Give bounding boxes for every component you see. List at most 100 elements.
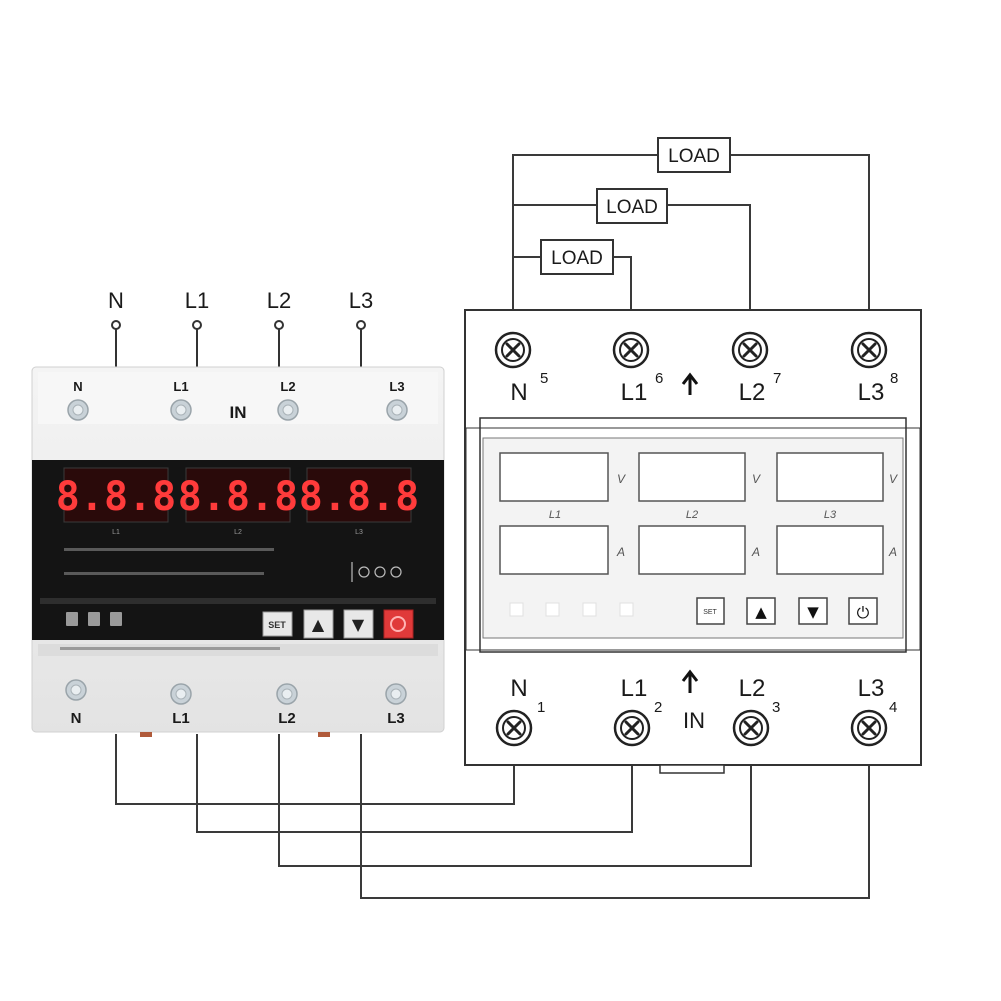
left-top-label-l3: L3: [389, 379, 404, 394]
terminal-screw-icon: [386, 399, 408, 421]
terminal-screw-icon: [67, 399, 89, 421]
input-lines: N L1 L2 L3: [108, 288, 373, 370]
phase-label-l1: L1: [549, 509, 561, 521]
up-button[interactable]: ▲: [746, 597, 776, 625]
left-top-label-l2: L2: [280, 379, 295, 394]
input-terminal-label-l2: L2: [739, 675, 766, 702]
output-num-l2: 7: [773, 370, 781, 387]
terminal-screw-icon: [277, 399, 299, 421]
set-button-label: SET: [268, 620, 286, 630]
down-arrow-icon: ▼: [807, 603, 819, 621]
up-arrow-icon: ▲: [755, 603, 767, 621]
left-top-label-n: N: [73, 379, 82, 394]
power-icon: ⏻: [857, 603, 870, 622]
right-device: N 5 L1 6 L2 7 L3 8 V V V L1 L2 L3 A A A: [464, 309, 922, 774]
left-in-label: IN: [230, 403, 247, 422]
output-label-l3: L3: [858, 379, 885, 406]
spec-print-decoration: [40, 548, 436, 604]
terminal-screw-icon: [276, 683, 298, 705]
input-terminal-label-l3: L3: [858, 675, 885, 702]
phase-label-l3: L3: [824, 509, 837, 521]
current-unit: A: [888, 545, 897, 559]
input-terminal-num-n: 1: [537, 699, 545, 716]
left-top-label-l1: L1: [173, 379, 188, 394]
voltage-display: [638, 452, 746, 502]
terminal-screw-icon: [494, 331, 532, 369]
terminal-screw-icon: [385, 683, 407, 705]
terminal-screw-icon: [170, 399, 192, 421]
lcd-phase-label: L3: [355, 529, 363, 536]
terminal-screw-icon: [613, 709, 651, 747]
input-terminal-num-l2: 3: [772, 699, 780, 716]
set-button[interactable]: SET: [696, 597, 725, 625]
down-button[interactable]: ▼: [343, 609, 374, 639]
lcd-readout-l2: 8.8.8: [178, 474, 298, 520]
voltage-unit: V: [617, 472, 626, 486]
output-label-n: N: [510, 379, 527, 406]
input-terminal-num-l1: 2: [654, 699, 662, 716]
current-display: [638, 525, 746, 575]
voltage-display: [776, 452, 884, 502]
input-label-n: N: [108, 288, 124, 313]
set-button[interactable]: SET: [262, 611, 293, 637]
left-bottom-label-l3: L3: [387, 710, 405, 727]
current-display: [499, 525, 609, 575]
terminal-screw-icon: [612, 331, 650, 369]
load-box-2: LOAD: [596, 188, 668, 224]
down-arrow-icon: ▼: [352, 615, 365, 634]
terminal-screw-icon: [850, 709, 888, 747]
terminal-screw-icon: [732, 709, 770, 747]
power-icon: [390, 616, 406, 632]
terminal-screw-icon: [65, 679, 87, 701]
indicator-leds: [509, 602, 634, 617]
load-box-3: LOAD: [540, 239, 614, 275]
in-label: IN: [683, 708, 705, 733]
terminal-screw-icon: [170, 683, 192, 705]
output-label-l2: L2: [739, 379, 766, 406]
output-label-l1: L1: [621, 379, 648, 406]
current-unit: A: [751, 545, 760, 559]
phase-label-l2: L2: [686, 509, 698, 521]
load-wire-1: [512, 154, 870, 342]
terminal-screw-icon: [731, 331, 769, 369]
arrow-up-icon: [681, 669, 699, 693]
left-device: N L1 L2 L3 IN 8.8.8 8.8.8 8.8.8 L1 L2 L3: [31, 366, 445, 737]
input-terminal-num-l3: 4: [889, 699, 897, 716]
mini-wiring-icon: [351, 562, 402, 582]
lcd-window: [185, 467, 291, 523]
output-num-l1: 6: [655, 370, 663, 387]
terminal-screw-icon: [850, 331, 888, 369]
input-terminal-label-l1: L1: [621, 675, 648, 702]
current-display: [776, 525, 884, 575]
lcd-phase-label: L2: [234, 529, 242, 536]
left-bottom-label-l2: L2: [278, 710, 296, 727]
lcd-window: [306, 467, 412, 523]
input-wires: [115, 734, 870, 899]
voltage-unit: V: [889, 472, 898, 486]
load-label: LOAD: [668, 146, 720, 167]
voltage-unit: V: [752, 472, 761, 486]
up-button[interactable]: ▲: [303, 609, 334, 639]
input-terminal-label-n: N: [510, 675, 527, 702]
load-box-1: LOAD: [657, 137, 731, 173]
load-label: LOAD: [606, 197, 658, 218]
arrow-up-icon: [681, 372, 699, 395]
current-unit: A: [616, 545, 625, 559]
down-button[interactable]: ▼: [798, 597, 828, 625]
status-leds: [66, 612, 122, 626]
voltage-display: [499, 452, 609, 502]
load-label: LOAD: [551, 248, 603, 269]
lcd-readout-l1: 8.8.8: [56, 474, 176, 520]
output-num-n: 5: [540, 370, 548, 387]
input-label-l3: L3: [349, 288, 373, 313]
left-bottom-label-n: N: [71, 710, 82, 727]
power-button[interactable]: [383, 609, 414, 639]
load-wires: [512, 154, 870, 342]
power-button[interactable]: ⏻: [848, 597, 878, 625]
output-num-l3: 8: [890, 370, 898, 387]
product-name-print-decoration: [60, 647, 280, 650]
lcd-window: [63, 467, 169, 523]
lcd-phase-label: L1: [112, 529, 120, 536]
terminal-screw-icon: [495, 709, 533, 747]
